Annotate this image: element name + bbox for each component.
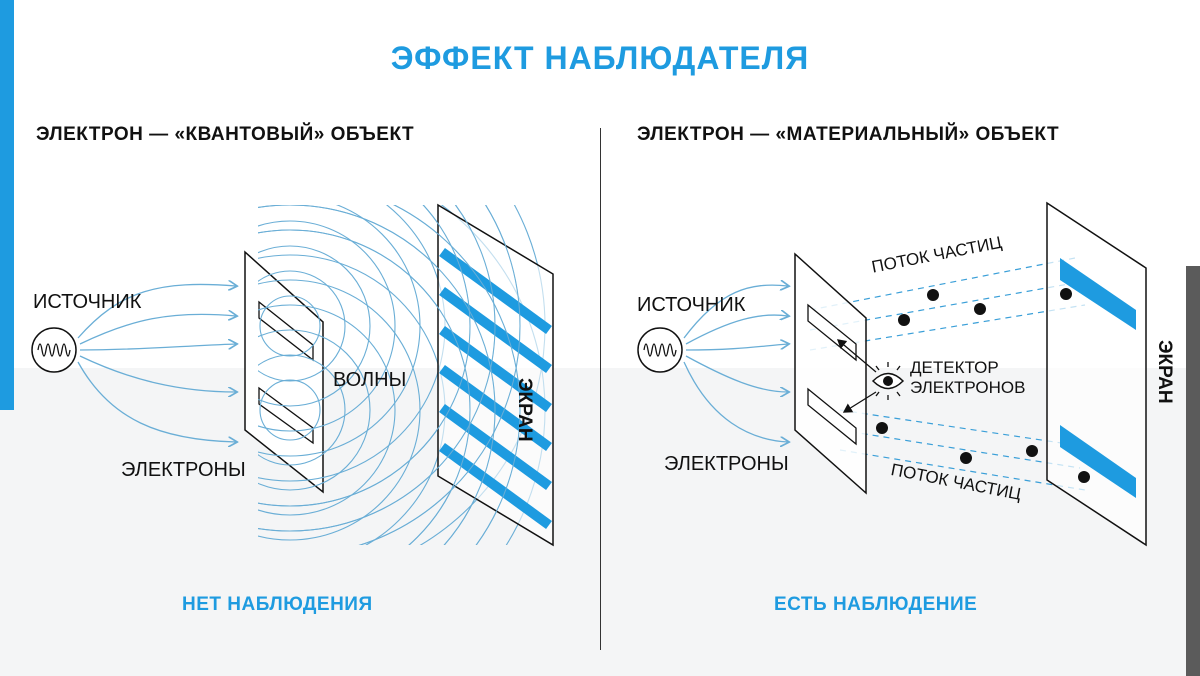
slit-barrier-right xyxy=(794,252,867,495)
waves-label: ВОЛНЫ xyxy=(333,369,407,391)
source-wave-icon xyxy=(637,327,683,373)
particles xyxy=(876,288,1090,483)
page-title: ЭФФЕКТ НАБЛЮДАТЕЛЯ xyxy=(390,40,810,76)
eye-icon xyxy=(871,362,905,400)
screen-label-right: ЭКРАН xyxy=(1154,340,1175,404)
source-label-left: ИСТОЧНИК xyxy=(33,291,142,313)
left-caption: НЕТ НАБЛЮДЕНИЯ xyxy=(182,594,373,615)
source-label-right: ИСТОЧНИК xyxy=(637,294,746,316)
right-subtitle: ЭЛЕКТРОН — «МАТЕРИАЛЬНЫЙ» ОБЪЕКТ xyxy=(637,124,1060,145)
electrons-label-right: ЭЛЕКТРОНЫ xyxy=(664,453,789,475)
detector-label-line1: ДЕТЕКТОР xyxy=(910,358,999,377)
detector-screen-left xyxy=(258,203,554,547)
screen-label-left: ЭКРАН xyxy=(514,378,535,442)
electron-paths-left xyxy=(77,284,236,442)
detector-pointers xyxy=(837,339,877,413)
detector-label-line2: ЭЛЕКТРОНОВ xyxy=(910,378,1026,397)
panel-divider xyxy=(600,128,601,650)
electrons-label-left: ЭЛЕКТРОНЫ xyxy=(121,459,246,481)
left-subtitle: ЭЛЕКТРОН — «КВАНТОВЫЙ» ОБЪЕКТ xyxy=(36,124,415,145)
accent-bar-right xyxy=(1186,266,1200,676)
detector-screen-right xyxy=(1046,201,1147,547)
electron-paths-right xyxy=(683,285,788,442)
right-caption: ЕСТЬ НАБЛЮДЕНИЕ xyxy=(774,594,978,615)
accent-bar-left xyxy=(0,0,14,410)
slit-barrier-left xyxy=(244,250,324,494)
source-wave-icon xyxy=(31,327,77,373)
